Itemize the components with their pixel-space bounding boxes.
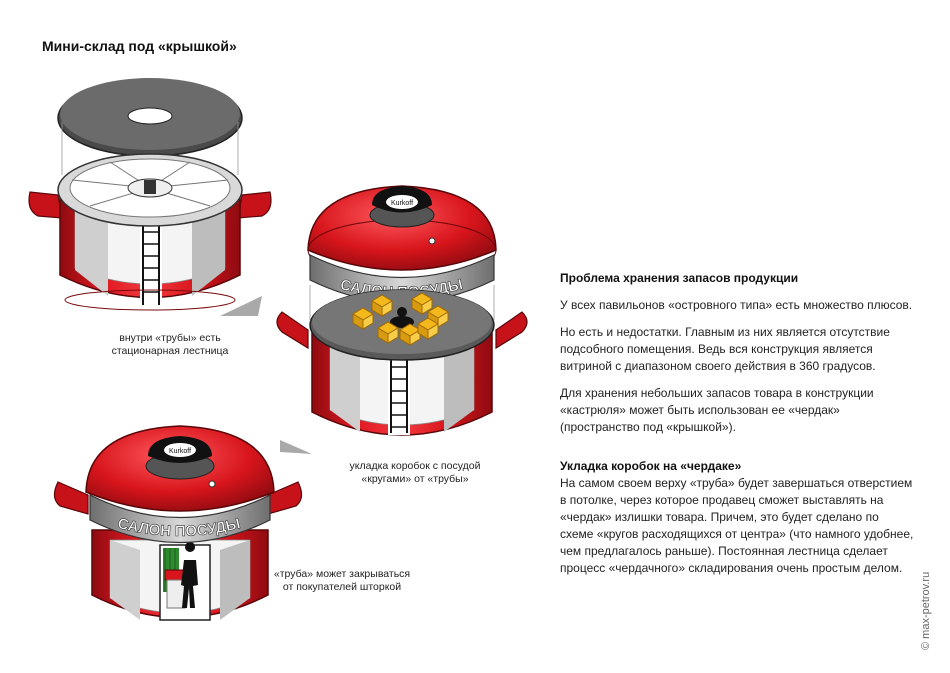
pointer-triangle [220,296,262,316]
stored-boxes [352,292,449,346]
section-heading: Проблема хранения запасов продукции [560,271,799,285]
shopper-silhouette [181,542,198,608]
caption-boxes: укладка коробок с посудой «кругами» от «… [349,460,481,485]
pot-with-attic-boxes: Kurkoff САЛОН ПОСУДЫ [276,185,528,436]
caption-ladder: внутри «трубы» есть стационарная лестниц… [111,332,229,357]
pot-open-with-ladder [28,78,272,311]
section-heading: Укладка коробок на «чердаке» [560,459,742,473]
pointer-triangle [280,440,312,454]
description-column: Проблема хранения запасов продукции У вс… [560,270,915,577]
paragraph: На самом своем верху «труба» будет завер… [560,476,914,575]
paragraph: У всех павильонов «островного типа» есть… [560,298,913,312]
caption-curtain: «труба» может закрываться от покупателей… [273,568,411,593]
paragraph: Но есть и недостатки. Главным из них явл… [560,325,890,373]
paragraph: Для хранения небольших запасов товара в … [560,386,874,434]
pot-with-curtain: САЛОН ПОСУДЫ Kurkoff [53,425,303,621]
lid-hole [127,107,173,125]
brand-logo: Kurkoff [169,448,191,455]
brand-logo: Kurkoff [391,200,413,207]
copyright-text: © max-petrov.ru [920,571,932,650]
page-title: Мини-склад под «крышкой» [42,38,237,54]
